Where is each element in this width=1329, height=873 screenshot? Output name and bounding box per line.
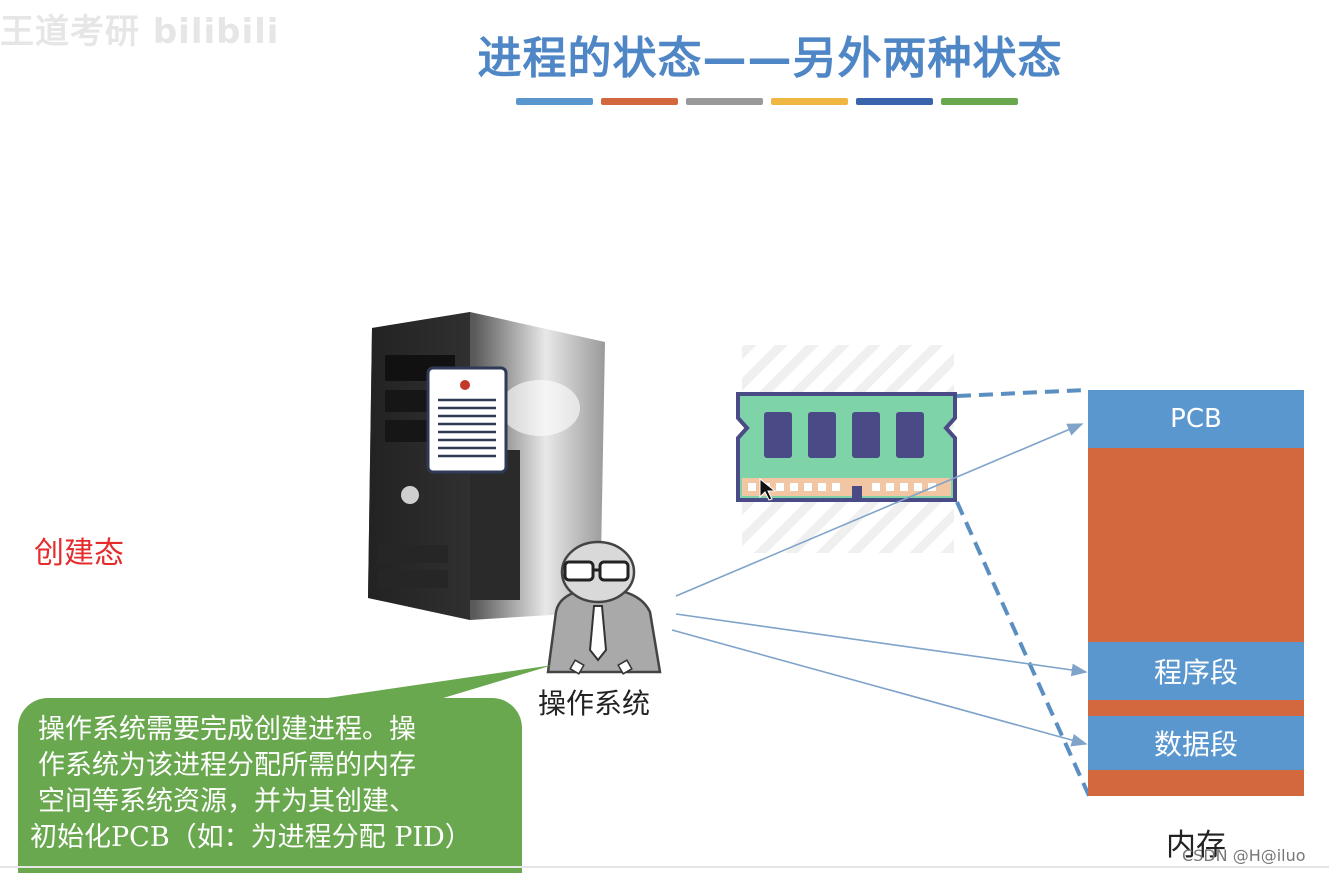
color-bar	[516, 98, 593, 105]
slide-title: 进程的状态——另外两种状态	[477, 33, 1063, 84]
bubble-line: 初始化PCB（如：为进程分配 PID）	[30, 822, 472, 853]
state-label: 创建态	[34, 536, 124, 571]
memory-segment-pcb: PCB	[1088, 390, 1304, 448]
title-color-bars	[516, 98, 1018, 105]
os-person-icon	[546, 540, 662, 675]
memory-label: 内存	[1166, 828, 1226, 863]
arrow-to-data	[671, 629, 1088, 747]
color-bar	[941, 98, 1018, 105]
bubble-tail	[300, 665, 553, 702]
memory-segment-program: 程序段	[1088, 642, 1304, 700]
bubble-line: 作系统为该进程分配所需的内存	[38, 750, 416, 781]
ram-module-icon	[736, 392, 957, 502]
cursor-icon	[759, 477, 777, 501]
memory-block: PCB 程序段 数据段	[1088, 390, 1304, 796]
memory-segment-data: 数据段	[1088, 716, 1304, 770]
divider	[0, 866, 1329, 868]
color-bar	[686, 98, 763, 105]
bubble-line: 空间等系统资源，并为其创建、	[38, 786, 416, 817]
bubble-line: 操作系统需要完成创建进程。操	[38, 714, 416, 745]
watermark: 王道考研 bilibili	[0, 12, 280, 52]
document-icon	[426, 366, 508, 474]
color-bar	[771, 98, 848, 105]
os-label: 操作系统	[538, 687, 651, 720]
arrow-to-program	[675, 613, 1088, 677]
zoom-line-bottom	[955, 501, 1092, 799]
speech-bubble: 操作系统需要完成创建进程。操 作系统为该进程分配所需的内存 空间等系统资源，并为…	[18, 698, 522, 873]
credit-text: CSDN @H@iluo	[1182, 846, 1306, 865]
color-bar	[856, 98, 933, 105]
zoom-line-top	[956, 388, 1087, 398]
color-bar	[601, 98, 678, 105]
arrow-to-pcb	[675, 423, 1084, 597]
